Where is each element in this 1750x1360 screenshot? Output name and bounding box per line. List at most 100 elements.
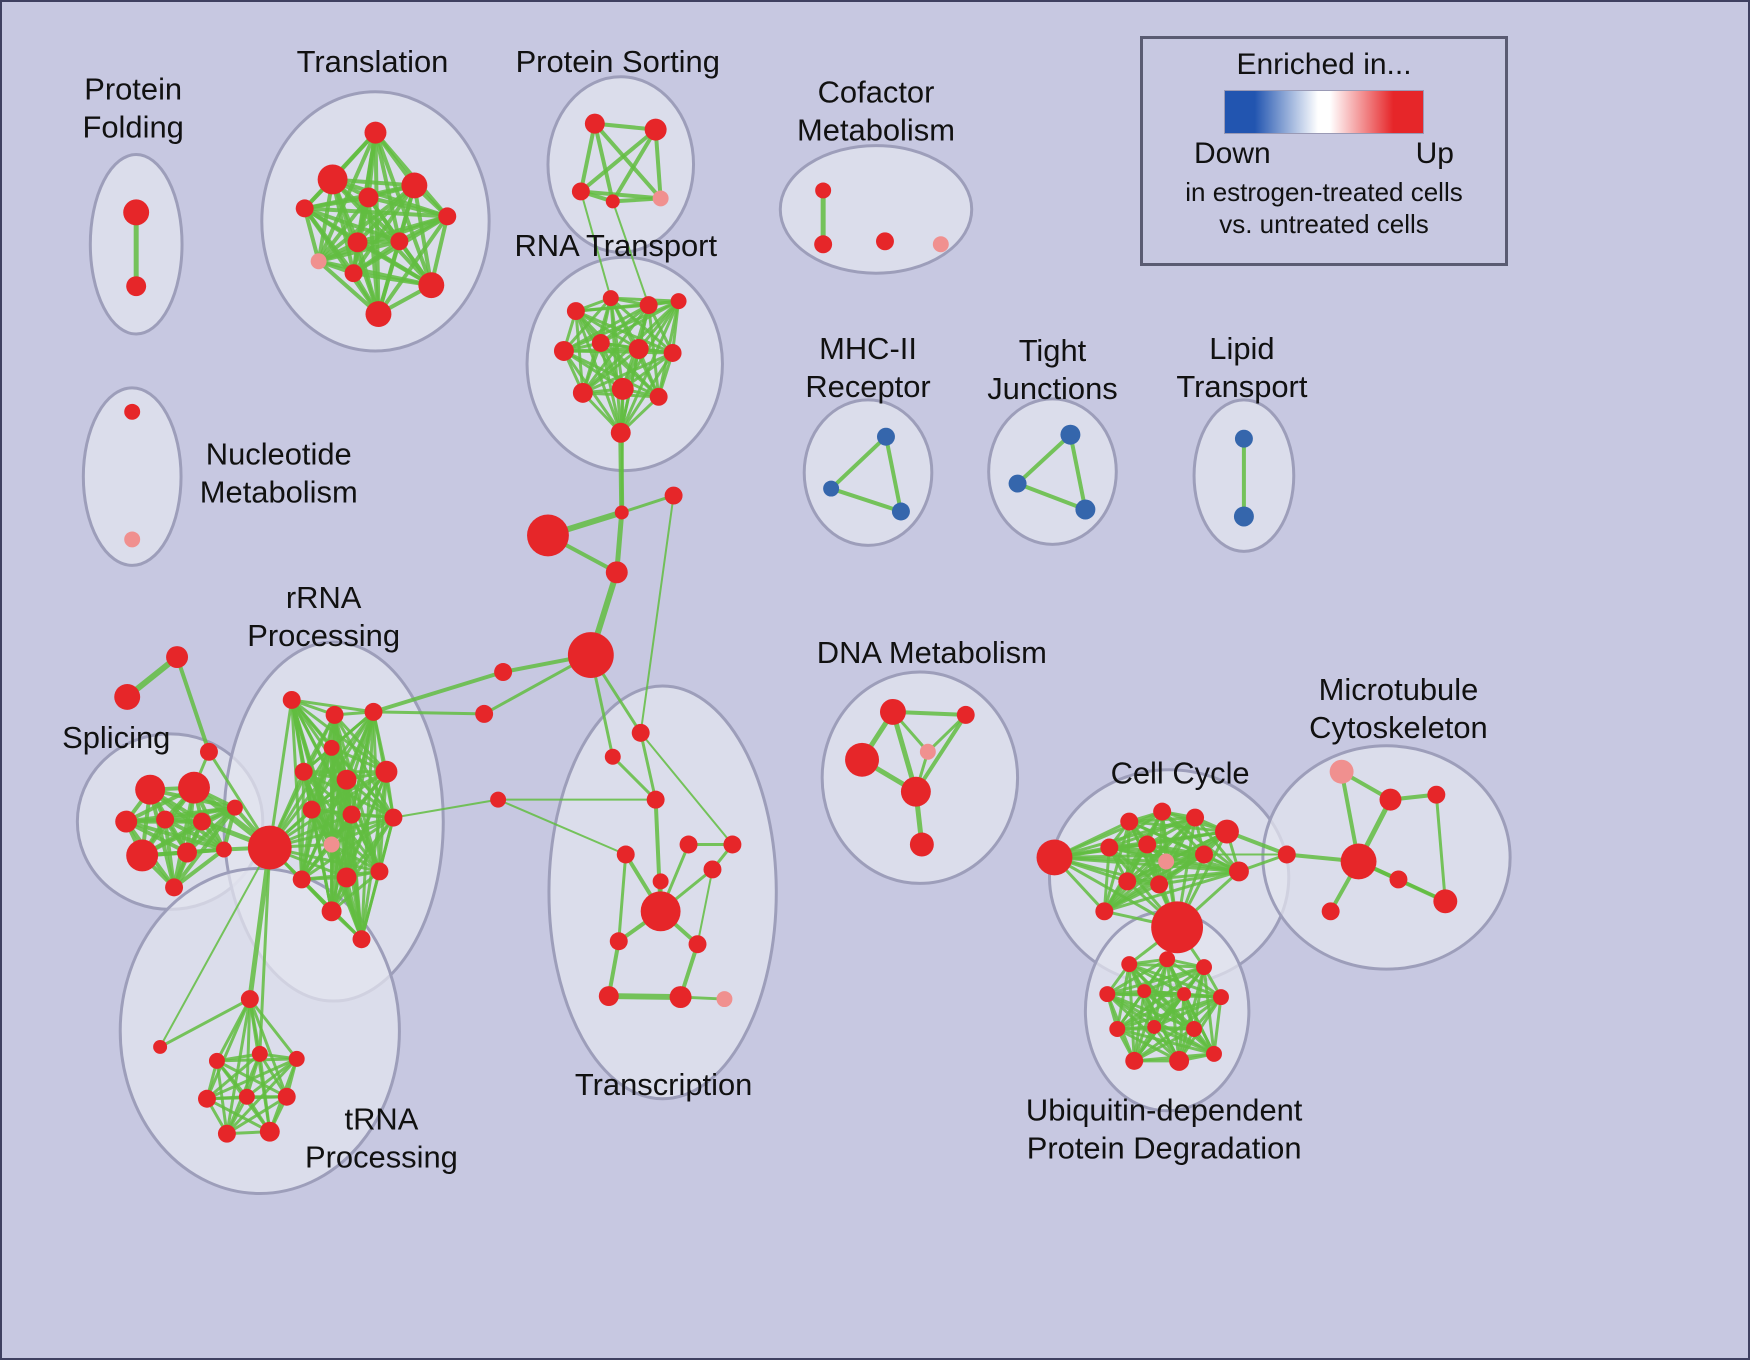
node-RT1 bbox=[566, 302, 585, 321]
edge bbox=[159, 846, 271, 1048]
node-U8 bbox=[1109, 1020, 1126, 1037]
node-C3 bbox=[664, 486, 683, 505]
edge bbox=[1015, 481, 1088, 512]
edge bbox=[599, 299, 681, 345]
node-layer bbox=[114, 113, 1458, 1143]
node-D5 bbox=[900, 776, 931, 807]
node-T9 bbox=[390, 232, 409, 251]
edge bbox=[351, 271, 434, 288]
edge bbox=[1115, 992, 1186, 1031]
node-LT1 bbox=[1234, 429, 1253, 448]
node-O2 bbox=[114, 683, 141, 710]
node-CM3 bbox=[875, 232, 894, 251]
node-S4 bbox=[156, 810, 175, 829]
node-MT6 bbox=[1389, 870, 1408, 889]
edge bbox=[1102, 859, 1168, 913]
edge bbox=[172, 847, 226, 890]
edge bbox=[574, 309, 641, 351]
node-R14 bbox=[370, 862, 389, 881]
node-D4 bbox=[919, 743, 936, 760]
edge bbox=[245, 1057, 299, 1099]
node-RT4 bbox=[670, 293, 687, 310]
legend-gradient-bar bbox=[1224, 90, 1424, 134]
edge bbox=[1115, 995, 1223, 1031]
node-CC2 bbox=[1120, 812, 1139, 831]
edge bbox=[1105, 965, 1206, 996]
node-TR2 bbox=[208, 1052, 225, 1069]
node-CM4 bbox=[932, 236, 949, 253]
edge bbox=[290, 698, 375, 714]
edge bbox=[371, 710, 486, 716]
node-X7 bbox=[640, 891, 681, 932]
legend: Enriched in... Down Up in estrogen-treat… bbox=[1140, 36, 1508, 266]
node-U1 bbox=[1121, 956, 1138, 973]
edge bbox=[366, 195, 381, 317]
edge bbox=[1115, 962, 1131, 1031]
edge bbox=[205, 997, 252, 1101]
node-PS2 bbox=[644, 118, 667, 141]
edge bbox=[225, 1095, 289, 1136]
node-CC14 bbox=[1151, 901, 1204, 954]
edge bbox=[371, 710, 381, 873]
edge bbox=[1152, 995, 1223, 1029]
legend-title: Enriched in... bbox=[1236, 48, 1412, 81]
node-R15 bbox=[321, 901, 342, 922]
node-R8 bbox=[302, 800, 321, 819]
node-TR6 bbox=[238, 1088, 255, 1105]
cluster-label-dna-metabolism: DNA Metabolism bbox=[817, 635, 1047, 670]
node-O3 bbox=[199, 742, 218, 761]
node-CC13 bbox=[1095, 902, 1114, 921]
node-TR1 bbox=[240, 990, 259, 1009]
node-MT4 bbox=[1277, 845, 1296, 864]
edge bbox=[1107, 816, 1197, 850]
node-TR9 bbox=[259, 1121, 280, 1142]
cluster-label-rna-transport: RNA Transport bbox=[514, 228, 717, 263]
node-PF2 bbox=[126, 276, 147, 297]
edge bbox=[300, 816, 395, 881]
edge bbox=[302, 206, 450, 219]
edge bbox=[639, 731, 734, 846]
node-X12 bbox=[598, 986, 619, 1007]
edge bbox=[175, 655, 211, 754]
node-S7 bbox=[126, 839, 159, 872]
edge bbox=[620, 387, 625, 514]
edge bbox=[1102, 846, 1111, 913]
edge bbox=[696, 868, 714, 946]
node-D6 bbox=[909, 832, 934, 857]
edge bbox=[330, 816, 395, 913]
node-S8 bbox=[177, 842, 197, 863]
edge bbox=[639, 731, 658, 802]
node-RT2 bbox=[602, 290, 619, 307]
edge bbox=[302, 206, 321, 264]
node-RT11 bbox=[649, 387, 668, 406]
node-TR0 bbox=[153, 1039, 168, 1054]
edge bbox=[1152, 1025, 1216, 1056]
node-MT8 bbox=[1321, 902, 1340, 921]
node-T11 bbox=[344, 264, 363, 283]
node-O1 bbox=[166, 646, 189, 669]
edge bbox=[355, 183, 417, 245]
node-D2 bbox=[956, 705, 975, 724]
node-CC4 bbox=[1186, 808, 1205, 827]
edge bbox=[611, 200, 650, 307]
edge bbox=[581, 347, 641, 395]
edge bbox=[360, 869, 381, 941]
edge bbox=[562, 349, 675, 355]
node-NM2 bbox=[124, 531, 141, 548]
node-PS5 bbox=[652, 190, 669, 207]
node-S1 bbox=[135, 774, 166, 805]
node-TR4 bbox=[288, 1050, 305, 1067]
legend-subtitle-line2: vs. untreated cells bbox=[1219, 209, 1429, 239]
edge bbox=[373, 130, 402, 244]
edge bbox=[1105, 957, 1169, 996]
edge bbox=[268, 698, 294, 850]
edge bbox=[248, 997, 289, 1099]
edge bbox=[1145, 830, 1229, 847]
edge bbox=[578, 121, 597, 194]
